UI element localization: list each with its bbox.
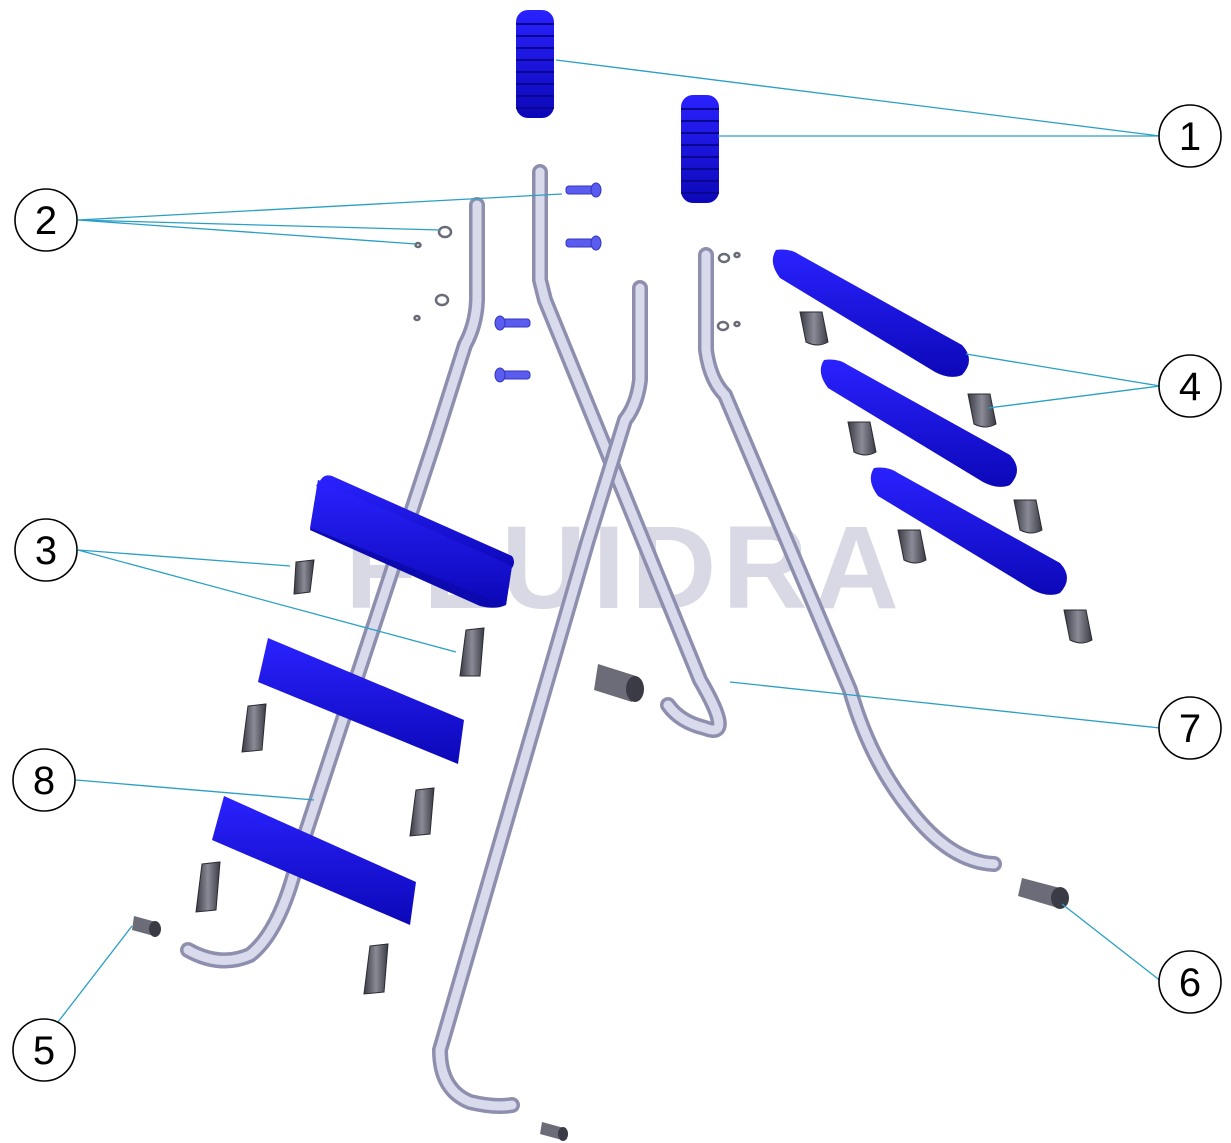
callout-6: 6 [1158, 950, 1222, 1014]
step-tread-upper [310, 475, 514, 608]
step-tread-lower [212, 796, 416, 925]
svg-text:8: 8 [33, 759, 55, 803]
screw-1 [565, 182, 602, 198]
svg-text:2: 2 [35, 199, 57, 243]
svg-text:5: 5 [33, 1029, 55, 1073]
svg-text:6: 6 [1179, 961, 1201, 1005]
step-tread-middle [258, 638, 464, 764]
svg-text:3: 3 [35, 529, 57, 573]
callout-8: 8 [12, 748, 76, 812]
step-inserts-right [799, 311, 1093, 644]
step-tread-right-middle [820, 359, 1017, 487]
tube-left-frame [180, 197, 485, 969]
svg-text:4: 4 [1179, 365, 1201, 409]
tube-right-frame [698, 247, 1002, 872]
handrail-grip-left [516, 10, 554, 118]
step-tread-right-lower [870, 467, 1067, 595]
step-tread-right-upper [772, 249, 969, 377]
tube-center-frame [532, 164, 727, 738]
foot-cap-6 [1018, 878, 1069, 909]
washers [413, 225, 741, 332]
screw-2 [565, 235, 602, 251]
step-inserts-left [195, 559, 485, 995]
foot-cap-5 [132, 916, 161, 937]
svg-text:7: 7 [1179, 707, 1201, 751]
screw-4 [494, 367, 531, 383]
leader-lines [57, 59, 1163, 1023]
foot-cap-middle [594, 664, 644, 702]
callout-1: 1 [1158, 104, 1222, 168]
callout-4: 4 [1158, 354, 1222, 418]
handrail-grip-right [681, 95, 719, 203]
callout-3: 3 [14, 518, 78, 582]
foot-cap-bottom [540, 1122, 568, 1141]
callout-5: 5 [12, 1018, 76, 1082]
callout-2: 2 [14, 188, 78, 252]
callout-7: 7 [1158, 696, 1222, 760]
tube-inner-frame [431, 280, 648, 1114]
svg-text:1: 1 [1179, 115, 1201, 159]
screw-3 [494, 315, 531, 331]
